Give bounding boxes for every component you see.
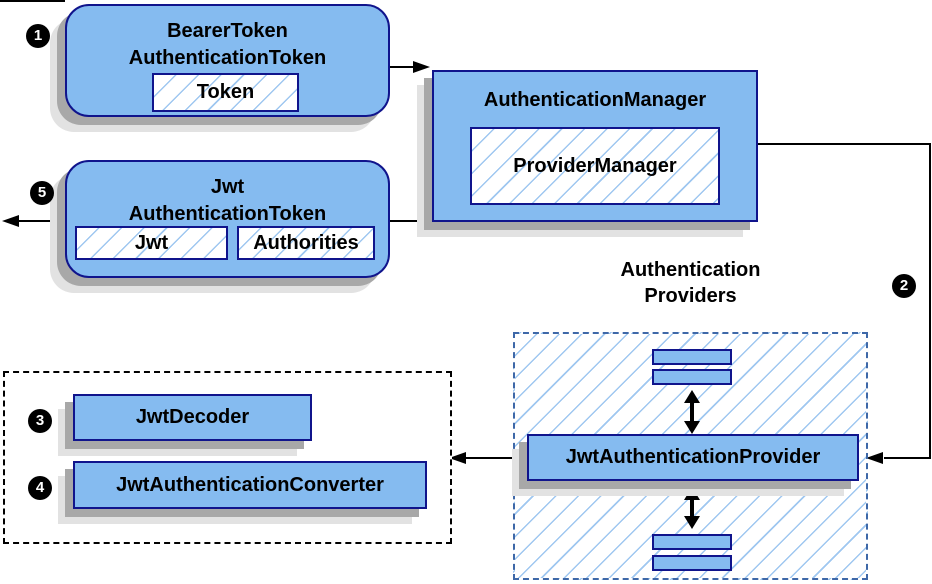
authorities-label: Authorities [253,232,359,254]
step-5-badge: 5 [30,181,54,205]
arrowhead-down-icon [684,516,700,529]
arrowhead-down-icon [684,421,700,434]
step-2-badge: 2 [892,274,916,298]
arrowhead-into-decoder-group-icon [449,452,466,464]
elbow-top-line [758,143,931,145]
elbow-vertical-line [929,143,931,459]
generic-provider-bar [652,369,732,385]
bearer-to-manager-line [390,66,416,68]
elbow-bottom-line [884,457,931,459]
bearer-token-title-line2: AuthenticationToken [128,47,327,69]
jwt-decoder-node: JwtDecoder [73,394,312,441]
providers-title-line1: Authentication [620,259,761,281]
jwt-decoder-label: JwtDecoder [135,406,250,428]
jwt-authentication-converter-node: JwtAuthenticationConverter [73,461,427,509]
arrowhead-into-manager-icon [413,61,430,73]
jwt-label: Jwt [134,232,169,254]
double-arrow-up-icon [684,390,700,434]
arrow-stem [690,398,694,426]
jwt-chip: Jwt [75,226,228,260]
arrowhead-up-icon [684,390,700,403]
token-chip: Token [152,73,299,112]
provider-manager-chip: ProviderManager [470,127,720,205]
generic-provider-bar [652,349,732,365]
authorities-chip: Authorities [237,226,375,260]
jwt-token-exit-line [18,220,65,222]
providers-title-line2: Providers [644,285,737,307]
authentication-manager-label: AuthenticationManager [483,89,707,111]
bearer-token-title-line1: BearerToken [167,20,288,42]
jwt-token-title-line1: Jwt [210,176,245,198]
incoming-request-line [0,0,65,2]
step-1-badge: 1 [26,24,50,48]
bearer-token-authentication-token-node: BearerToken AuthenticationToken Token [65,4,390,117]
double-arrow-down-icon [684,487,700,529]
step-3-badge: 3 [28,409,52,433]
token-label: Token [196,81,255,103]
generic-provider-bar [652,534,732,550]
provider-to-decoder-line [466,457,522,459]
jwt-authentication-converter-label: JwtAuthenticationConverter [116,474,384,496]
jwt-authentication-token-node: Jwt AuthenticationToken Jwt Authorities [65,160,390,278]
arrowhead-outgoing-left-icon [2,215,19,227]
arrowhead-into-provider-icon [866,452,883,464]
authentication-providers-title: Authentication Providers [513,257,868,309]
generic-provider-bar [652,555,732,571]
arrow-stem [690,495,694,521]
authentication-manager-node: AuthenticationManager ProviderManager [432,70,758,222]
jwt-authentication-provider-node: JwtAuthenticationProvider [527,434,859,481]
jwt-authentication-provider-label: JwtAuthenticationProvider [565,446,821,468]
arrowhead-up-icon [684,487,700,500]
step-4-badge: 4 [28,476,52,500]
provider-manager-label: ProviderManager [513,155,677,177]
jwt-token-title-line2: AuthenticationToken [128,203,327,225]
manager-to-jwt-token-line [390,220,432,222]
